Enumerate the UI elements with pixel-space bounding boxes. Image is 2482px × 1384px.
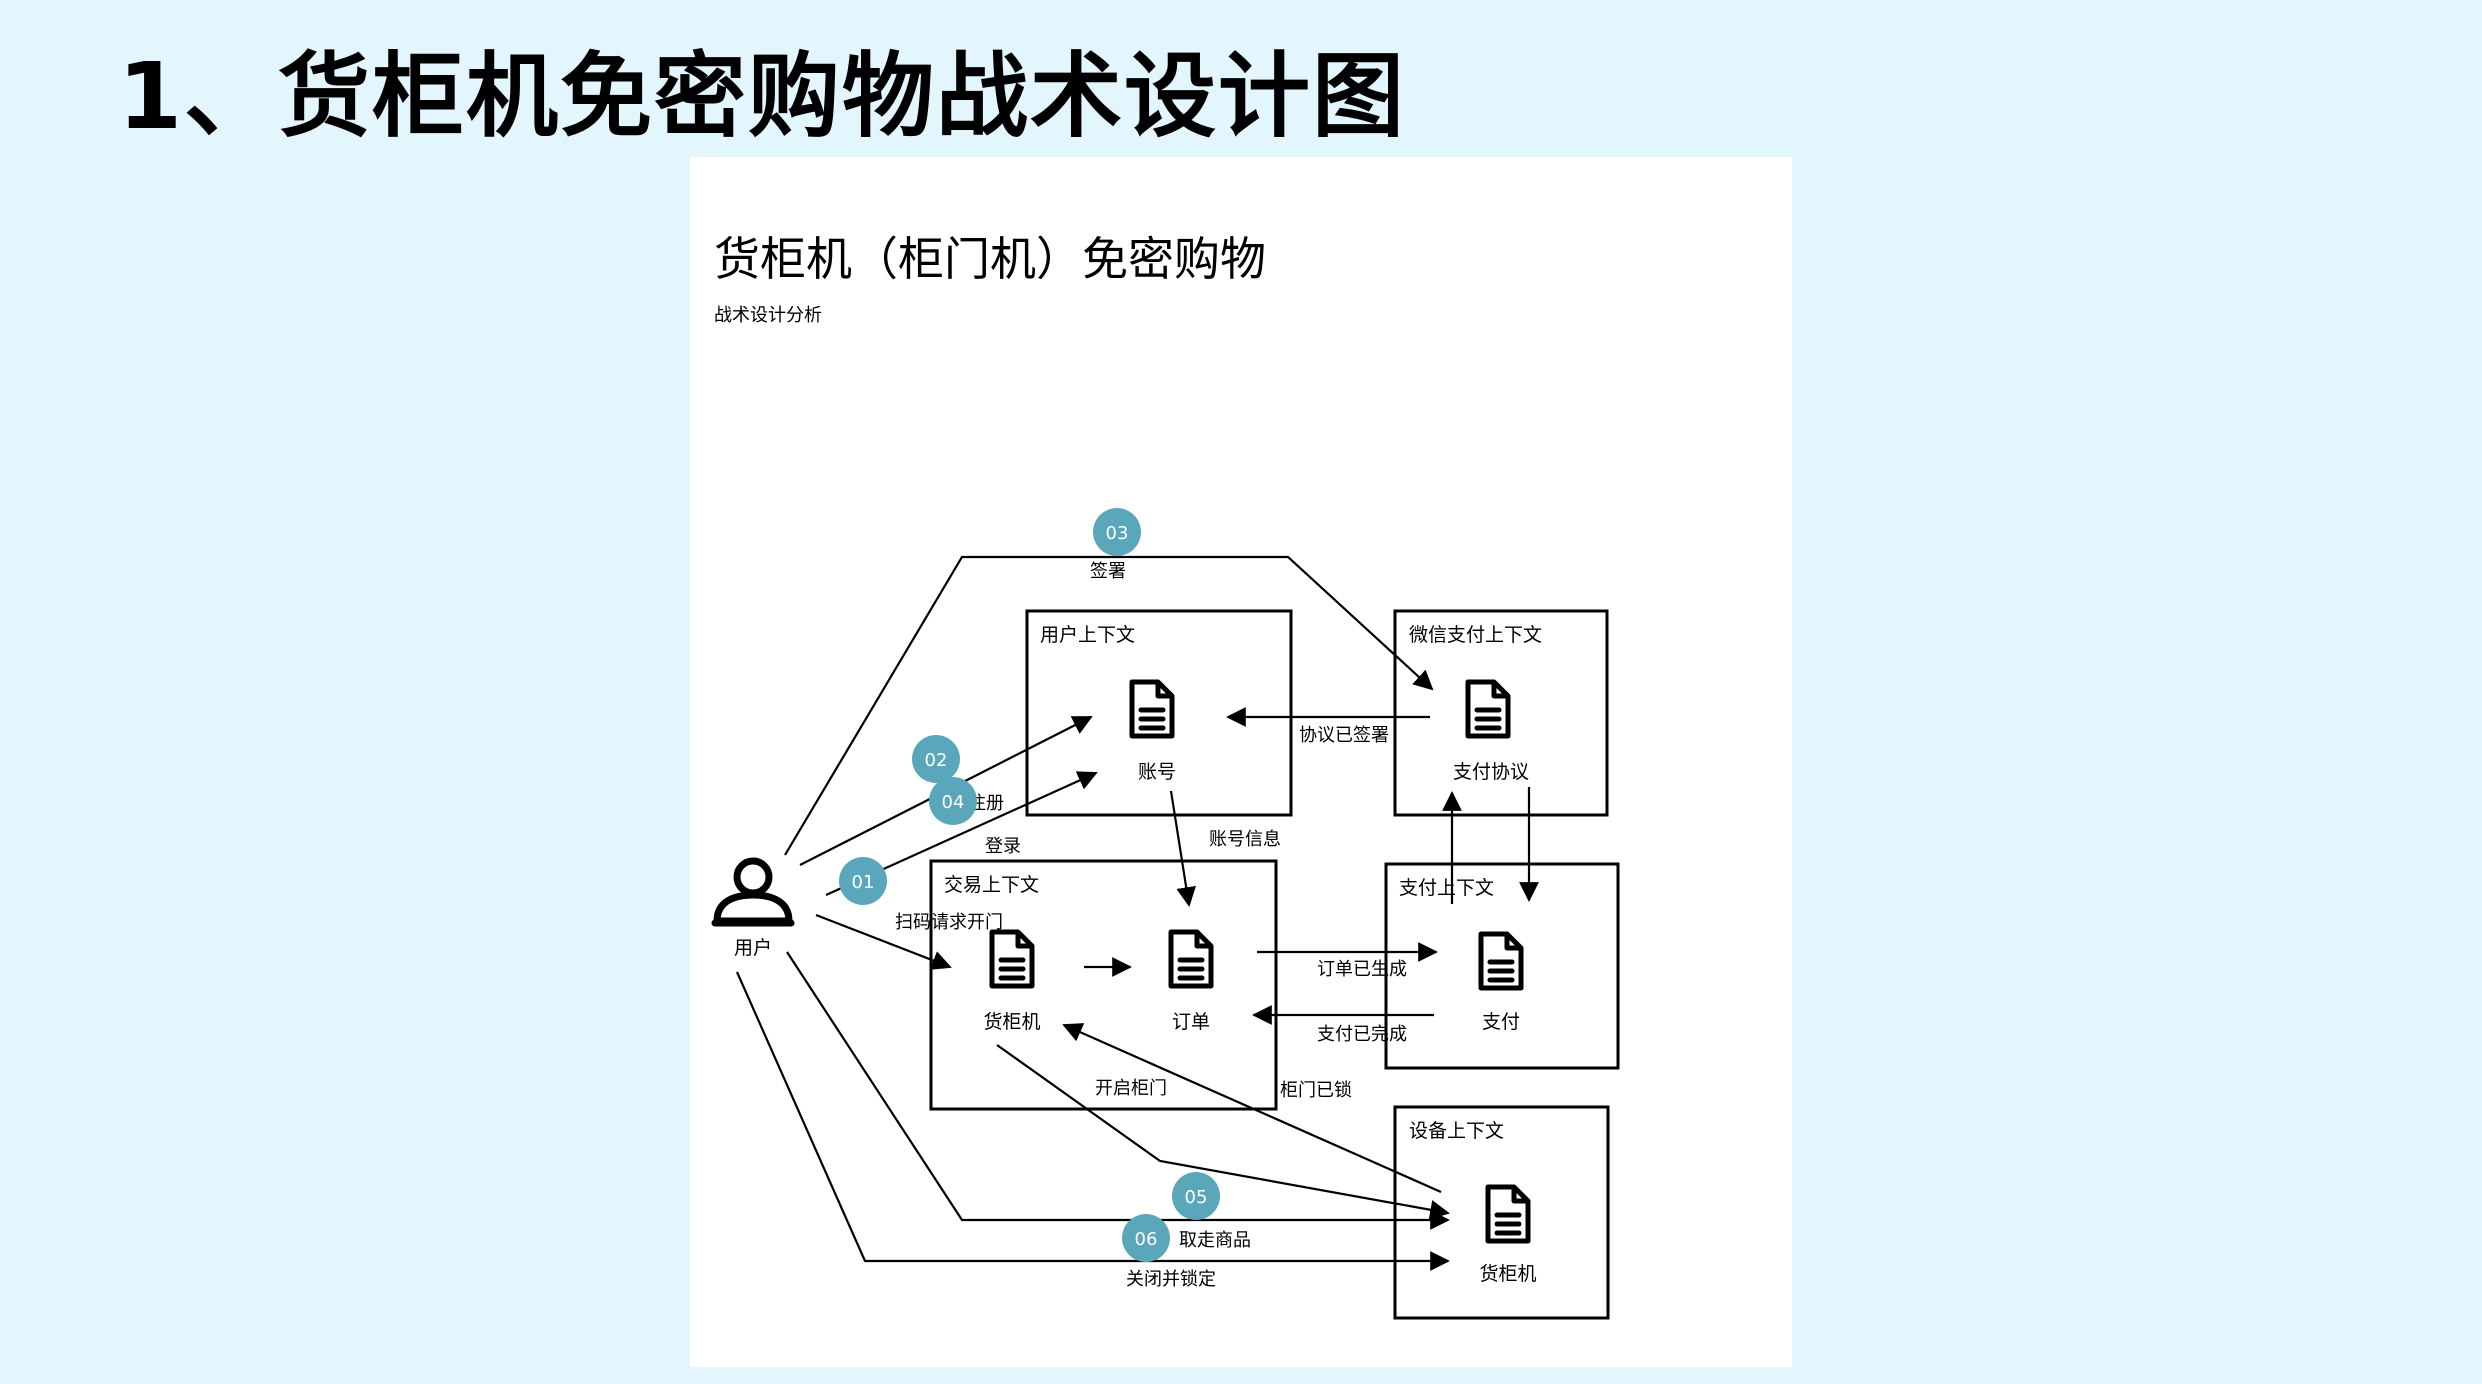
- take-goods-label: 取走商品: [1179, 1230, 1251, 1251]
- scan-open-label: 扫码请求开门: [895, 912, 1003, 933]
- step-badge-04-text: 04: [942, 792, 965, 813]
- user-context-title: 用户上下文: [1040, 624, 1135, 646]
- step-badge-05: 05: [1172, 1172, 1220, 1220]
- payment-context: 支付上下文 支付: [1384, 862, 1620, 1070]
- step-badge-06-text: 06: [1135, 1229, 1158, 1250]
- user-icon: [711, 857, 795, 927]
- open-door-label: 开启柜门: [1095, 1078, 1167, 1099]
- step-badge-01-text: 01: [852, 872, 875, 893]
- payment-label: 支付: [1482, 1011, 1520, 1033]
- door-locked-label: 柜门已锁: [1280, 1080, 1352, 1101]
- document-icon: [1481, 934, 1521, 988]
- sign-arrow: [784, 555, 1434, 856]
- payment-done-label: 支付已完成: [1317, 1024, 1407, 1045]
- trade-context: 交易上下文 货柜机 订单: [929, 859, 1278, 1111]
- slide-title: 1、货柜机免密购物战术设计图: [118, 43, 1407, 150]
- open-door-arrow: [996, 1044, 1450, 1220]
- user-label: 用户: [734, 937, 772, 959]
- sign-label: 签署: [1090, 561, 1126, 582]
- order-created-label: 订单已生成: [1317, 959, 1407, 980]
- register-label: 注册: [968, 793, 1004, 814]
- diagram-title: 货柜机（柜门机）免密购物: [714, 232, 1266, 286]
- agreement-signed-label: 协议已签署: [1299, 725, 1389, 746]
- document-icon: [1171, 932, 1211, 986]
- door-locked-arrow: [1062, 1023, 1442, 1194]
- payment-context-title: 支付上下文: [1399, 877, 1494, 899]
- step-badge-06: 06: [1122, 1214, 1170, 1262]
- account-info-arrow: [1169, 790, 1196, 907]
- step-badge-02: 02: [912, 735, 960, 783]
- user-context: 用户上下文 账号: [1025, 609, 1293, 817]
- close-lock-label: 关闭并锁定: [1126, 1269, 1216, 1290]
- step-badge-01: 01: [839, 857, 887, 905]
- connections: [735, 555, 1539, 1271]
- trade-context-title: 交易上下文: [944, 874, 1039, 896]
- diagram-canvas: 货柜机（柜门机）免密购物 战术设计分析 用户上下文 账号 微信支付上下文 支付协…: [690, 157, 1792, 1367]
- diagram-subtitle: 战术设计分析: [714, 305, 822, 326]
- wechat-pay-context: 微信支付上下文 支付协议: [1393, 609, 1609, 817]
- account-label: 账号: [1138, 761, 1176, 783]
- document-icon: [1132, 682, 1172, 736]
- vending-machine-label: 货柜机: [983, 1011, 1040, 1033]
- scan-open-arrow: [815, 913, 952, 970]
- step-badge-04: 04: [929, 777, 977, 825]
- step-badges: 03 02 04 01 05 06: [839, 508, 1220, 1262]
- user-actor: 用户: [711, 857, 795, 959]
- take-goods-arrow: [786, 951, 1450, 1230]
- device-context: 设备上下文 货柜机: [1393, 1105, 1610, 1320]
- wechat-pay-context-title: 微信支付上下文: [1409, 624, 1542, 646]
- close-lock-arrow: [735, 971, 1450, 1271]
- device-context-title: 设备上下文: [1409, 1120, 1504, 1142]
- step-badge-05-text: 05: [1185, 1187, 1208, 1208]
- connection-labels: 签署 注册 登录 扫码请求开门 协议已签署 账号信息 订单已生成 支付已完成 开…: [895, 561, 1407, 1290]
- document-icon: [992, 932, 1032, 986]
- order-label: 订单: [1172, 1011, 1210, 1033]
- step-badge-02-text: 02: [925, 750, 948, 771]
- document-icon: [1468, 682, 1508, 736]
- payment-agreement-label: 支付协议: [1453, 761, 1529, 783]
- document-icon: [1488, 1187, 1528, 1241]
- device-vending-machine-label: 货柜机: [1479, 1263, 1536, 1285]
- step-badge-03-text: 03: [1106, 523, 1129, 544]
- account-info-label: 账号信息: [1209, 829, 1281, 850]
- step-badge-03: 03: [1093, 508, 1141, 556]
- login-label: 登录: [985, 836, 1021, 857]
- diagram: 货柜机（柜门机）免密购物 战术设计分析 用户上下文 账号 微信支付上下文 支付协…: [711, 232, 1620, 1320]
